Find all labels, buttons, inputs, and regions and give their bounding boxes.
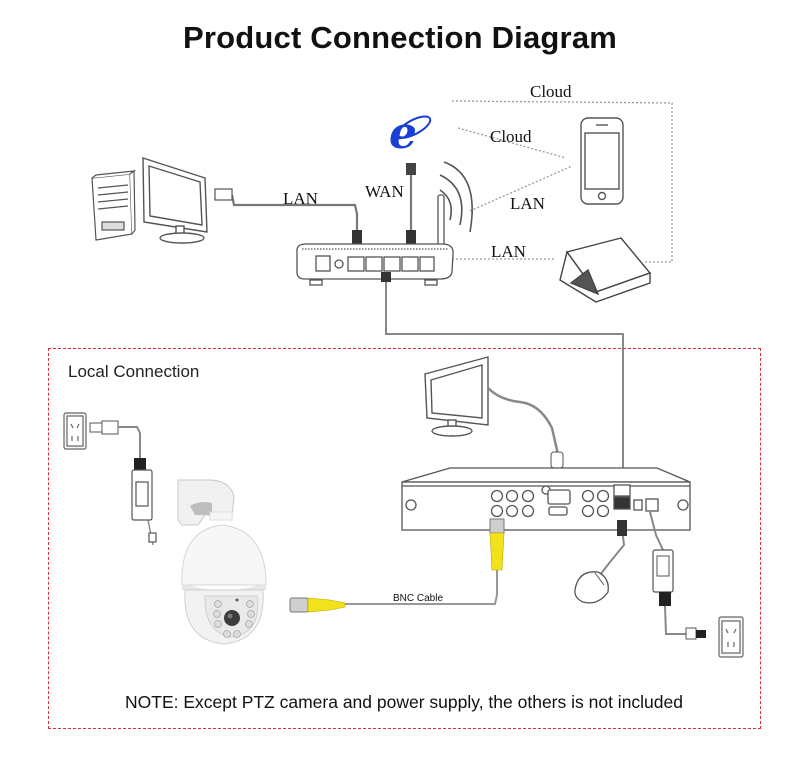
label-lan-pc: LAN — [283, 189, 318, 208]
page-title: Product Connection Diagram — [182, 20, 618, 55]
monitor-icon — [142, 157, 208, 244]
power-adapter-icon — [131, 469, 157, 546]
bnc-cable — [289, 518, 505, 613]
mouse-icon — [574, 519, 627, 604]
wifi-signal-icon — [439, 161, 473, 233]
internet-explorer-icon: e — [389, 108, 432, 159]
desktop-pc-icon — [91, 169, 137, 241]
power-cable-left — [89, 420, 146, 472]
label-cloud-mid: Cloud — [490, 127, 532, 146]
label-lan-wifi: LAN — [510, 194, 545, 213]
cloud-link-top — [451, 100, 673, 263]
ptz-camera-icon — [177, 479, 267, 645]
svg-text:e: e — [389, 108, 417, 159]
note-text: NOTE: Except PTZ camera and power supply… — [125, 692, 683, 712]
rj45-plug-icon — [352, 230, 362, 244]
cloud-link-mid — [457, 127, 567, 159]
wifi-router-icon — [296, 194, 454, 286]
lan-wifi-link — [469, 165, 573, 212]
label-bnc-cable: BNC Cable — [393, 593, 443, 604]
lan-cable-dvr — [385, 282, 624, 487]
power-outlet-icon — [63, 412, 87, 450]
local-connection-frame — [48, 348, 761, 729]
power-cable-right — [649, 511, 706, 640]
vga-cable — [487, 387, 559, 478]
lan-cable-pc — [230, 194, 359, 235]
rj45-plug-icon — [381, 272, 391, 282]
rj45-plug-icon — [214, 188, 233, 201]
power-outlet-right-icon — [718, 616, 744, 658]
monitor-local-icon — [424, 356, 489, 437]
local-connection-title: Local Connection — [68, 362, 200, 381]
wan-cable — [406, 163, 416, 244]
label-cloud-top: Cloud — [530, 82, 572, 101]
label-lan-laptop: LAN — [491, 242, 526, 261]
laptop-icon — [559, 237, 652, 303]
label-wan: WAN — [365, 182, 404, 201]
dvr-recorder-icon — [401, 467, 691, 531]
smartphone-icon — [580, 117, 624, 205]
wireless-links — [440, 100, 673, 263]
